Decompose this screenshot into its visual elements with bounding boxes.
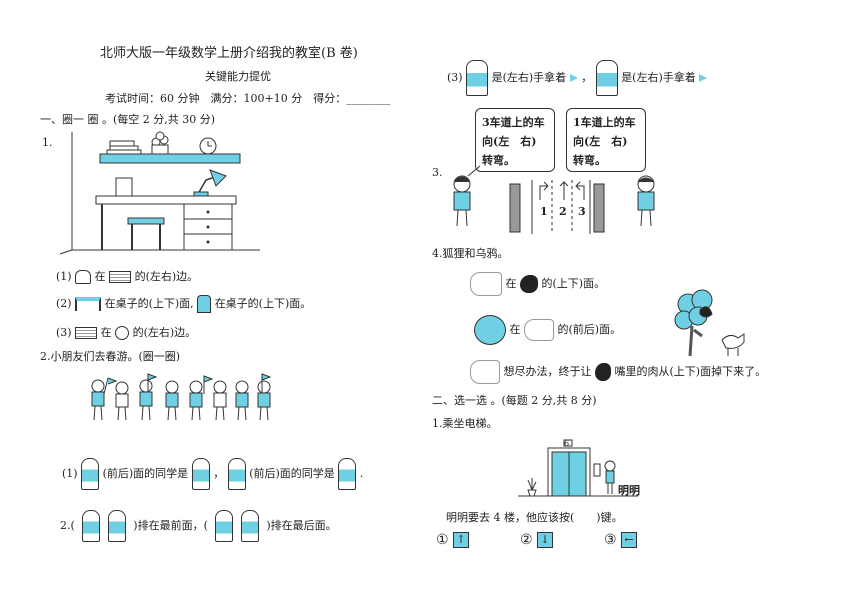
q3-number: 3.: [432, 166, 443, 179]
q4-line-3: 想尽办法，终于让 嘴里的肉从(上下)面掉下来了。: [470, 360, 766, 384]
boy-figure: [637, 175, 655, 227]
fox-icon: [470, 360, 500, 384]
q4-line-2: 在 的(前后)面。: [474, 315, 621, 345]
child-figure-icon: [107, 510, 126, 542]
child-figure: [91, 377, 118, 421]
fox-icon: [524, 319, 554, 341]
q2-row-1: (1) (前后)面的同学是 ， (前后)面的同学是 .: [62, 458, 363, 490]
lamp-icon: [197, 295, 212, 313]
lane-label-1: 1: [540, 205, 548, 218]
flower-pot-icon: [75, 270, 92, 284]
exam-info: 考试时间：60 分钟 满分：100+10 分 得分：________: [105, 92, 391, 105]
left-arrow-icon[interactable]: ←: [621, 532, 638, 548]
clock-icon: [115, 326, 130, 340]
child-figure: [213, 380, 227, 421]
child-with-flag-icon: [595, 60, 618, 96]
child-figure: [189, 375, 214, 421]
q1-item-2: (2) 在桌子的(上下)面, 在桌子的(上下)面。: [56, 295, 311, 313]
child-figure-icon: [191, 458, 210, 490]
room-illustration: [59, 131, 260, 255]
child-figure-icon: [81, 458, 100, 490]
child-figure: [165, 380, 179, 421]
tree-fox-crow-illustration: [674, 289, 745, 357]
child-figure: [257, 373, 272, 421]
child-figure-icon: [215, 510, 234, 542]
road-lanes-illustration: [453, 165, 655, 234]
fox-icon: [470, 272, 502, 296]
child-with-flag-icon: [466, 60, 489, 96]
option-1[interactable]: ① ↑: [436, 532, 470, 548]
option-3[interactable]: ③ ←: [604, 532, 638, 548]
books-icon: [109, 271, 132, 283]
q4-title: 4.狐狸和乌鸦。: [432, 247, 509, 260]
option-2[interactable]: ② ↓: [520, 532, 554, 548]
lane-label-3: 3: [578, 205, 586, 218]
speech-bubble-left: 3车道上的车 向(左 右) 转弯。: [475, 108, 555, 172]
child-figure-icon: [338, 458, 357, 490]
q2-title: 2.小朋友们去春游。(圈一圈): [40, 350, 181, 363]
crow-icon: [520, 275, 538, 293]
clock-icon: [199, 137, 217, 155]
elevator-floor-indicator: 6: [564, 439, 570, 448]
books-icon: [106, 140, 142, 155]
item-number: (1): [56, 270, 72, 283]
girl-figure: [453, 175, 471, 227]
child-figure-icon: [82, 510, 101, 542]
children-group-illustration: [91, 373, 272, 421]
section2-heading: 二、选一选 。(每题 2 分,共 8 分): [432, 394, 597, 407]
fox-figure: [721, 333, 745, 356]
q1-item-1: (1) 在 的(左右)边。: [56, 270, 199, 284]
child-figure: [235, 380, 249, 421]
child-figure-icon: [240, 510, 259, 542]
lane-label-2: 2: [559, 205, 567, 218]
flower-pot-icon: [151, 131, 169, 155]
speech-bubble-right: 1车道上的车 向(左 右) 转弯。: [566, 108, 646, 172]
elevator-illustration: [518, 439, 638, 497]
books-icon: [75, 327, 98, 339]
crow-icon: [595, 363, 611, 381]
page-title: 北师大版一年级数学上册介绍我的教室(B 卷): [100, 46, 358, 61]
page-subtitle: 关键能力提优: [205, 70, 271, 83]
up-arrow-icon[interactable]: ↑: [453, 532, 470, 548]
down-arrow-icon[interactable]: ↓: [537, 532, 554, 548]
chair-icon: [75, 297, 102, 311]
q2-row-2: 2.( )排在最前面，( )排在最后面。: [60, 510, 337, 542]
child-figure: [139, 373, 158, 421]
tree-icon: [474, 315, 506, 345]
elevator-question: 明明要去 4 楼，他应该按( )键。: [446, 511, 623, 524]
flag-icon: [569, 74, 578, 82]
q1-item-3: (3) 在 的(左右)边。: [56, 326, 197, 340]
flag-icon: [699, 74, 708, 82]
q4-line-1: 在 的(上下)面。: [470, 272, 605, 296]
q-holding-flag: (3) 是(左右)手拿着 ， 是(左右)手拿着: [447, 60, 708, 96]
child-figure: [115, 381, 129, 421]
child-figure-icon: [227, 458, 246, 490]
section1-heading: 一、圈一 圈 。(每空 2 分,共 30 分): [40, 113, 216, 126]
s2-q1-title: 1.乘坐电梯。: [432, 417, 498, 430]
lamp-icon: [193, 169, 227, 197]
name-label: 明明: [618, 484, 640, 497]
q1-number: 1.: [42, 136, 53, 149]
